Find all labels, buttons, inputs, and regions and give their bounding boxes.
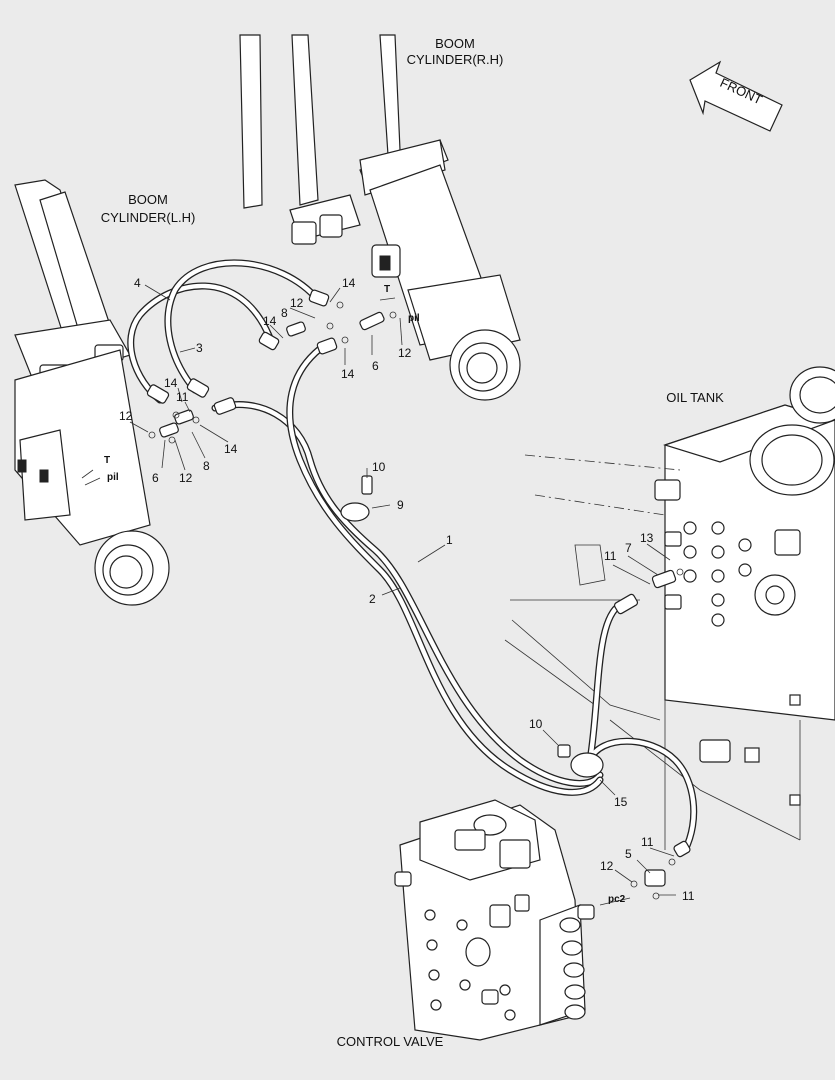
callout-14-c: 14 bbox=[341, 367, 355, 381]
callout-4: 4 bbox=[134, 276, 141, 290]
fittings-right bbox=[258, 289, 397, 355]
callout-1: 1 bbox=[446, 533, 453, 547]
boom-cylinder-lh-label-2: CYLINDER(L.H) bbox=[101, 210, 196, 225]
boom-cylinder-lh-label-1: BOOM bbox=[128, 192, 168, 207]
callout-12-b: 12 bbox=[398, 346, 412, 360]
callout-2: 2 bbox=[369, 592, 376, 606]
boom-cylinder-rh-label-1: BOOM bbox=[435, 36, 475, 51]
control-valve-label: CONTROL VALVE bbox=[337, 1034, 444, 1049]
callout-12-a: 12 bbox=[290, 296, 304, 310]
callout-11-a: 11 bbox=[176, 390, 189, 404]
callout-12-e: 12 bbox=[600, 859, 614, 873]
oil-tank bbox=[654, 366, 835, 850]
callout-10-a: 10 bbox=[372, 460, 386, 474]
port-pil-left: pil bbox=[107, 472, 119, 483]
fittings-tank bbox=[613, 531, 684, 615]
callout-14-e: 14 bbox=[224, 442, 238, 456]
callout-14-b: 14 bbox=[263, 314, 277, 328]
callout-15: 15 bbox=[614, 795, 628, 809]
callout-5: 5 bbox=[625, 847, 632, 861]
callout-8-b: 8 bbox=[203, 459, 210, 473]
oil-tank-label: OIL TANK bbox=[666, 390, 724, 405]
fittings-left bbox=[146, 378, 237, 444]
port-pc2: pc2 bbox=[608, 894, 626, 905]
control-valve bbox=[394, 799, 595, 1041]
callout-11-d: 11 bbox=[682, 889, 695, 903]
hoses bbox=[127, 259, 698, 854]
callout-8-a: 8 bbox=[281, 306, 288, 320]
callout-11-c: 11 bbox=[641, 835, 654, 849]
port-t-right: T bbox=[384, 284, 390, 295]
leader-lines bbox=[81, 284, 676, 906]
callout-10-b: 10 bbox=[529, 717, 543, 731]
callout-6-b: 6 bbox=[152, 471, 159, 485]
callout-7: 7 bbox=[625, 541, 632, 555]
callout-13: 13 bbox=[640, 531, 654, 545]
boom-cylinder-lh bbox=[14, 179, 170, 606]
labels: BOOM CYLINDER(R.H) BOOM CYLINDER(L.H) OI… bbox=[101, 36, 724, 1049]
fittings-valve bbox=[630, 840, 691, 900]
boom-cylinder-rh-label-2: CYLINDER(R.H) bbox=[407, 52, 504, 67]
callout-12-c: 12 bbox=[119, 409, 133, 423]
callout-3: 3 bbox=[196, 341, 203, 355]
hose-clamps bbox=[340, 475, 604, 778]
callout-12-d: 12 bbox=[179, 471, 193, 485]
boom-cylinder-rh bbox=[239, 34, 521, 401]
port-t-left: T bbox=[104, 455, 110, 466]
callout-14-d: 14 bbox=[164, 376, 178, 390]
callout-6-a: 6 bbox=[372, 359, 379, 373]
callout-14-a: 14 bbox=[342, 276, 356, 290]
callout-11-b: 11 bbox=[604, 549, 617, 563]
front-arrow: FRONT bbox=[689, 60, 783, 132]
port-pil-right: pil bbox=[408, 313, 420, 324]
callout-9: 9 bbox=[397, 498, 404, 512]
